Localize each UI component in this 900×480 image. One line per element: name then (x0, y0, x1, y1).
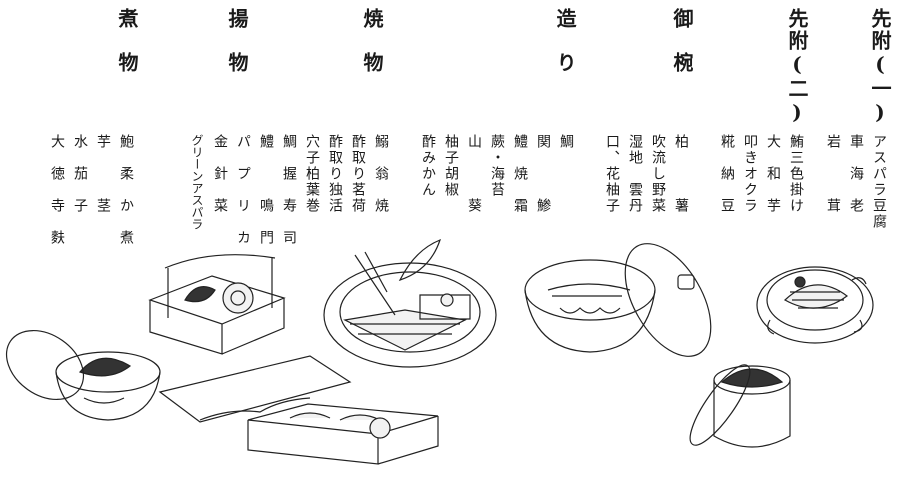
dish-item: 吹流し野菜 (650, 134, 666, 214)
course-title: 御 椀 (670, 8, 694, 74)
board-illustration (158, 355, 352, 423)
course-title: 焼 物 (360, 8, 384, 74)
dish-item: 酢取り独活 (327, 134, 343, 214)
sakizuke-cup-illustration (689, 364, 791, 448)
nimono-bowl-illustration (5, 329, 161, 421)
dish-item: 湿地 雲丹 (627, 134, 643, 214)
dish-item: 車 海 老 (848, 134, 864, 214)
course-title: 先附(一) (868, 8, 892, 126)
owan-bowl-illustration (524, 243, 712, 357)
dish-item: 山 葵 (466, 134, 482, 214)
dish-item: 柚子胡椒 (443, 134, 459, 198)
sakizuke-plate-illustration (756, 266, 874, 344)
dish-item: 酢取り茗荷 (350, 134, 366, 214)
dish-item: 鮪三色掛け (788, 134, 804, 214)
dish-item: 鰯 翁 焼 (373, 134, 389, 214)
dish-item: 酢みかん (420, 134, 436, 198)
yakimono-plate-illustration (323, 238, 497, 368)
dish-item: パ プ リ カ (235, 134, 251, 246)
dish-item: グリーンアスパラ (190, 134, 204, 230)
course-title: 揚 物 (225, 8, 249, 74)
dish-item: 鮑 柔 か 煮 (118, 134, 134, 246)
dish-item: 蕨・海苔 (489, 134, 505, 198)
course-title: 煮 物 (115, 8, 139, 74)
dish-item: 水 茄 子 (72, 134, 88, 214)
dish-item: 柏 薯 (673, 134, 689, 214)
dish-item: 大 和 芋 (765, 134, 781, 214)
dish-item: 糀 納 豆 (719, 134, 735, 214)
dish-item: 鯛 握 寿 司 (281, 134, 297, 246)
sushi-box-illustration (247, 403, 439, 465)
dish-item: 穴子柏葉巻 (304, 134, 320, 214)
dish-item: 岩 茸 (825, 134, 841, 214)
dish-item: 鱧 焼 霜 (512, 134, 528, 214)
dish-item: 鯛 (558, 134, 574, 150)
dish-item: 叩きオクラ (742, 134, 758, 214)
dish-item: 鱧 鳴 門 (258, 134, 274, 246)
course-title: 先附(二) (785, 8, 809, 126)
dish-item: アスパラ豆腐 (871, 134, 887, 230)
course-title: 造 り (553, 8, 577, 74)
agemono-basket-illustration (148, 254, 286, 355)
dish-item: 関 鯵 (535, 134, 551, 214)
dish-item: 芋 茎 (95, 134, 111, 214)
dish-item: 口、花柚子 (604, 134, 620, 214)
dish-item: 大 徳 寺 麩 (49, 134, 65, 246)
dish-item: 金 針 菜 (212, 134, 228, 214)
